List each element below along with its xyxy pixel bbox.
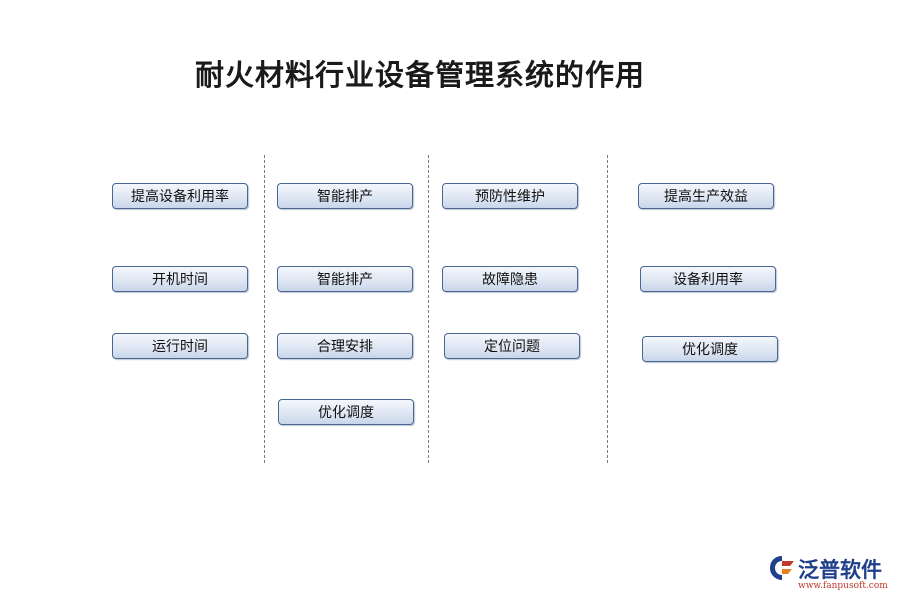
box-fault-hazards: 故障隐患 (442, 266, 578, 292)
brand-mark-icon (770, 556, 794, 580)
box-optimize-dispatch-2: 优化调度 (642, 336, 778, 362)
box-improve-utilization: 提高设备利用率 (112, 183, 248, 209)
box-optimize-dispatch-1: 优化调度 (278, 399, 414, 425)
box-reasonable-arrangement: 合理安排 (277, 333, 413, 359)
box-smart-scheduling-1: 智能排产 (277, 183, 413, 209)
box-smart-scheduling-2: 智能排产 (277, 266, 413, 292)
column-divider-1 (264, 155, 265, 463)
box-preventive-maintenance: 预防性维护 (442, 183, 578, 209)
column-divider-3 (607, 155, 608, 463)
box-startup-time: 开机时间 (112, 266, 248, 292)
box-improve-production-benefit: 提高生产效益 (638, 183, 774, 209)
column-divider-2 (428, 155, 429, 463)
diagram-title: 耐火材料行业设备管理系统的作用 (195, 58, 646, 92)
box-equipment-utilization: 设备利用率 (640, 266, 776, 292)
brand-name: 泛普软件 (798, 558, 882, 582)
box-running-time: 运行时间 (112, 333, 248, 359)
box-locate-problems: 定位问题 (444, 333, 580, 359)
brand-url: www.fanpusoft.com (798, 581, 888, 591)
brand-logo: 泛普软件 www.fanpusoft.com (768, 553, 893, 593)
